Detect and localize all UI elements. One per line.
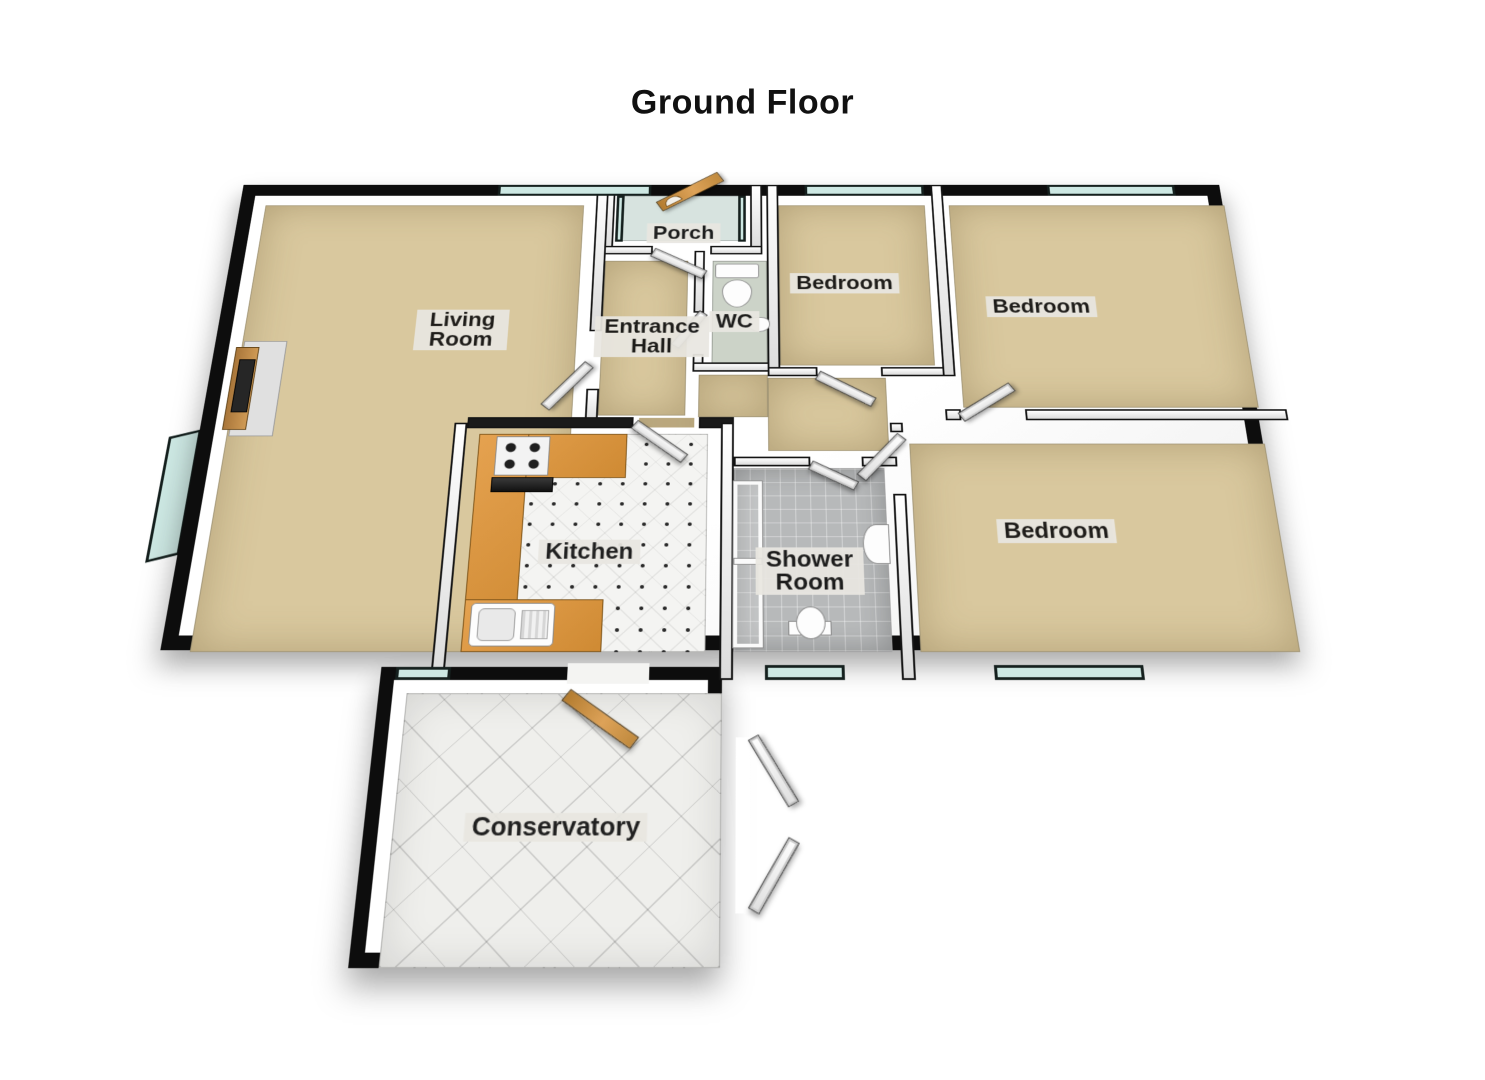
shower-toilet-icon <box>795 606 826 640</box>
shower-room-label: Shower Room <box>755 547 865 595</box>
kitchen-conservatory-opening <box>566 663 650 684</box>
wc-left-wall-upper <box>693 250 705 313</box>
bedroom1-bottom-wall-left <box>767 367 818 377</box>
bedroom3-left-wall-upper <box>889 422 904 433</box>
kitchen-hob-icon <box>493 436 551 476</box>
bedroom1-window-icon <box>804 184 925 196</box>
kitchen-sink-basin <box>476 608 517 641</box>
conservatory-window-icon <box>395 666 452 680</box>
wc-bottom-wall <box>692 362 779 372</box>
wc-toilet-tank <box>715 263 760 279</box>
hall-corridor-floor <box>698 374 769 418</box>
kitchen-oven-icon <box>490 477 554 493</box>
bedroom-right-label: Bedroom <box>996 519 1117 544</box>
porch-label: Porch <box>646 223 721 244</box>
bedroom1-left-wall <box>766 184 781 377</box>
wc-label: WC <box>709 311 760 333</box>
conservatory-label: Conservatory <box>463 812 648 842</box>
bedroom-right-floor <box>909 443 1301 653</box>
bedroom3-window-icon <box>993 665 1145 680</box>
shower-top-wall-left <box>733 456 811 467</box>
entrance-hall-label: Entrance Hall <box>593 316 710 358</box>
bedroom-top-right-label: Bedroom <box>985 296 1098 318</box>
porch-right-wall <box>750 184 763 251</box>
floor-title: Ground Floor <box>630 83 855 122</box>
kitchen-sink-drainer <box>519 610 550 640</box>
porch-hall-wall-right <box>710 245 763 255</box>
conservatory-french-door-bottom-icon <box>747 836 800 915</box>
shower-room-window-icon <box>764 665 845 680</box>
porch-side-window-right-icon <box>738 195 746 242</box>
kitchen-label: Kitchen <box>537 539 641 564</box>
bedroom1-bottom-wall-right <box>880 367 949 377</box>
bedroom2-bottom-wall-right <box>1024 409 1289 421</box>
bedroom2-window-icon <box>1046 184 1176 196</box>
living-room-window-icon <box>497 184 652 196</box>
porch-hall-wall-left <box>600 245 653 255</box>
shower-basin-icon <box>862 524 891 564</box>
corridor-floor <box>767 377 890 451</box>
conservatory-french-door-top-icon <box>747 734 800 808</box>
bedroom-top-middle-label: Bedroom <box>789 273 900 294</box>
kitchen-right-wall <box>719 422 734 680</box>
living-room-label: Living Room <box>412 309 510 351</box>
conservatory-doors-opening <box>735 737 751 914</box>
floor-plan: Living Room Porch Entrance Hall WC Bedro… <box>54 171 1436 1057</box>
kitchen-top-wall <box>466 417 634 429</box>
